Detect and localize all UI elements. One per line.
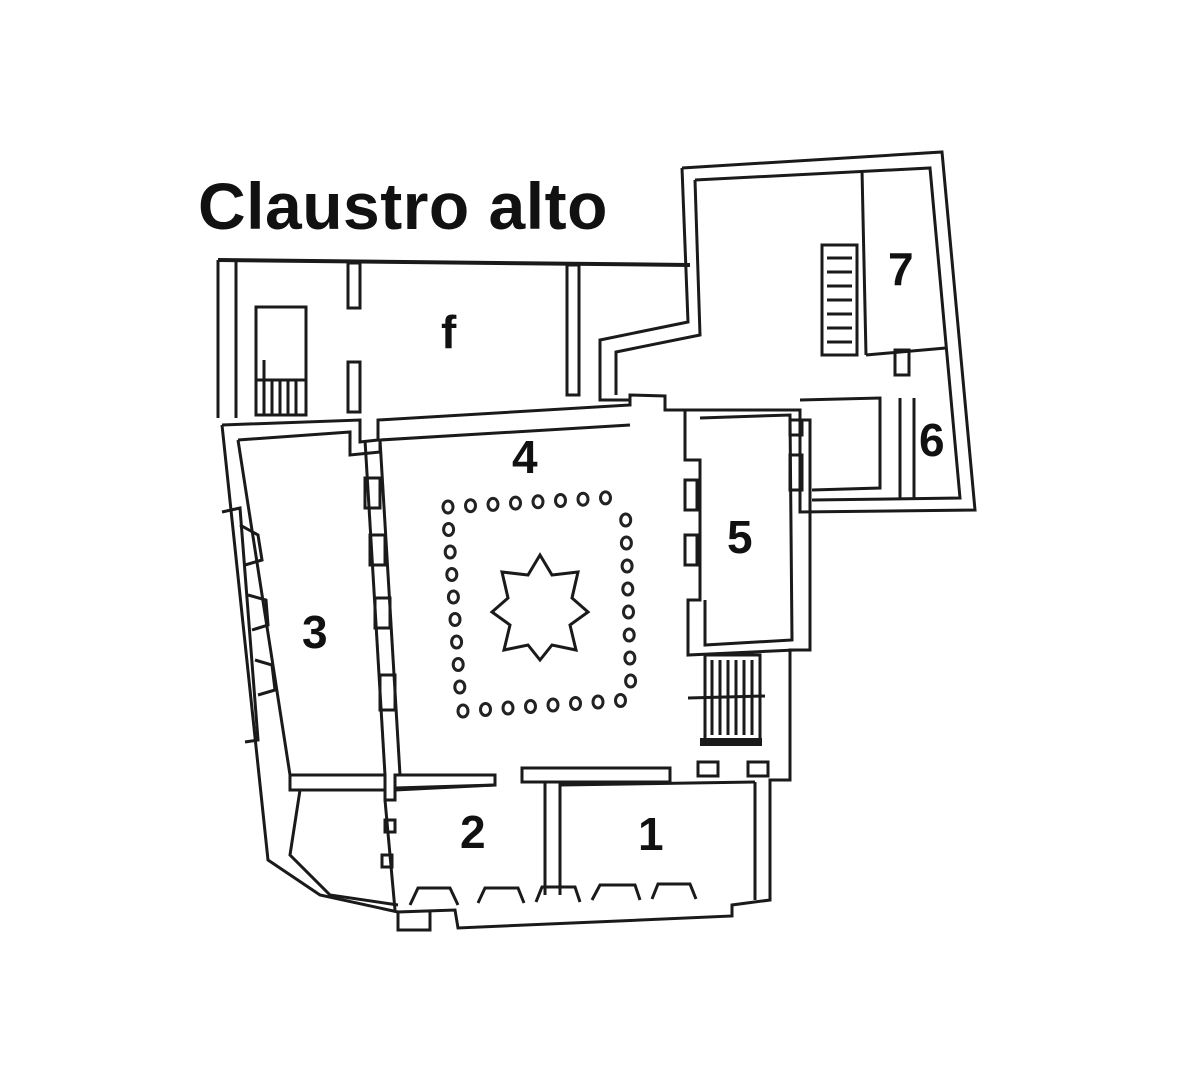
column <box>509 495 522 511</box>
column <box>576 491 590 507</box>
column <box>619 535 633 551</box>
column <box>446 589 460 605</box>
column <box>591 694 605 710</box>
column <box>623 650 637 666</box>
column <box>442 522 456 537</box>
column <box>486 496 500 512</box>
column <box>443 544 457 560</box>
room-label-4: 4 <box>512 431 538 483</box>
main-block <box>220 393 812 932</box>
room-label-1: 1 <box>638 808 664 860</box>
column <box>599 490 612 506</box>
column <box>456 703 470 719</box>
fountain-star <box>489 552 591 663</box>
column <box>501 700 515 716</box>
room-label-f: f <box>441 306 457 358</box>
column <box>546 697 560 713</box>
column <box>524 699 537 714</box>
column <box>531 494 545 510</box>
cloister-columns <box>441 490 638 719</box>
column <box>441 499 455 515</box>
column <box>614 693 627 708</box>
column <box>622 604 635 620</box>
room-label-7: 7 <box>888 243 914 295</box>
gallery-f <box>216 258 691 418</box>
column <box>620 558 634 574</box>
column <box>554 493 567 508</box>
column <box>450 634 464 650</box>
stair-main <box>687 653 770 778</box>
column <box>451 657 465 672</box>
column <box>453 679 467 695</box>
column <box>621 581 635 597</box>
room-label-5: 5 <box>727 511 753 563</box>
plan-title: Claustro alto <box>198 169 608 243</box>
column <box>448 612 462 627</box>
column <box>445 567 459 582</box>
column <box>624 673 638 689</box>
wing-rooms-6-7 <box>598 150 977 514</box>
column <box>464 498 477 514</box>
room-label-3: 3 <box>302 606 328 658</box>
column <box>619 512 633 528</box>
column <box>622 627 636 643</box>
column <box>479 702 492 717</box>
stair-f <box>254 305 308 417</box>
room-label-6: 6 <box>919 414 945 466</box>
stair-7 <box>820 243 859 357</box>
column <box>569 696 582 711</box>
room-label-2: 2 <box>460 806 486 858</box>
